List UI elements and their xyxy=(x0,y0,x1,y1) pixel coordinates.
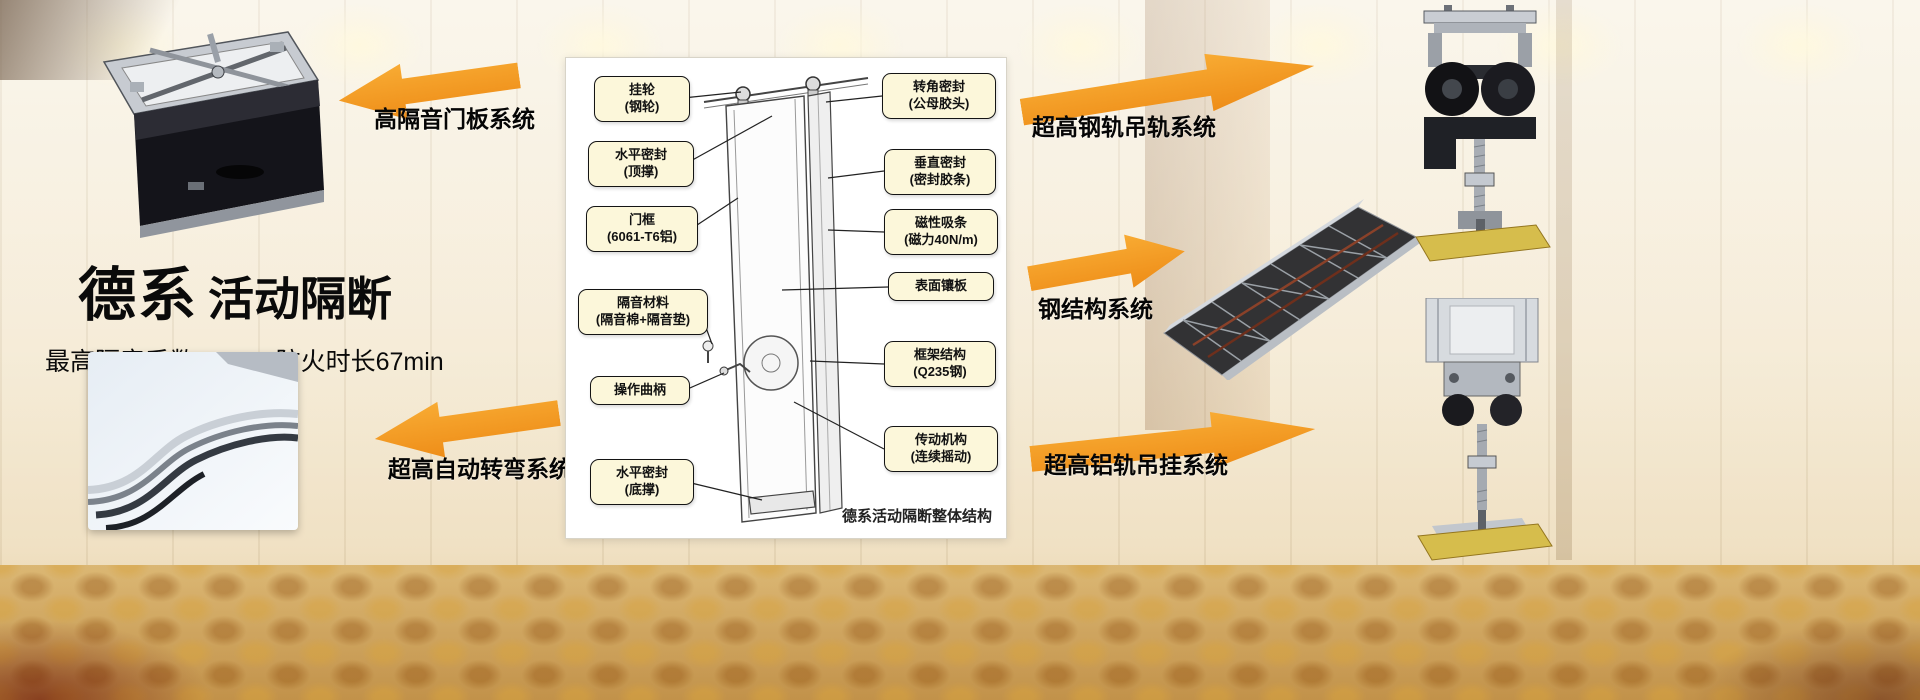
callout-text: (密封胶条) xyxy=(909,171,971,187)
carpet-shadow-right xyxy=(1560,575,1920,700)
callout-text: (6061-T6铝) xyxy=(606,228,678,244)
steel-rail-hanger-photo xyxy=(1388,5,1573,265)
callout-hanging-wheel: 挂轮 (钢轮) xyxy=(594,76,690,122)
callout-text: (隔音棉+隔音垫) xyxy=(595,311,691,327)
system-label-auto-turn: 超高自动转弯系统 xyxy=(388,456,572,482)
callout-operating-crank: 操作曲柄 xyxy=(590,376,690,405)
callout-surface-panel: 表面镶板 xyxy=(888,272,994,301)
system-label-steel-rail: 超高钢轨吊轨系统 xyxy=(1032,114,1216,140)
callout-text: 转角密封 xyxy=(912,79,965,94)
page-title: 德系活动隔断 xyxy=(45,248,465,332)
callout-vertical-seal: 垂直密封 (密封胶条) xyxy=(884,149,996,195)
callout-text: (Q235钢) xyxy=(913,363,967,379)
structure-diagram-panel: 挂轮 (钢轮) 水平密封 (顶撑) 门框 (6061-T6铝) 隔音材料 (隔音… xyxy=(565,57,1007,539)
diagram-caption: 德系活动隔断整体结构 xyxy=(841,508,992,525)
callout-drive-mechanism: 传动机构 (连续摇动) xyxy=(884,426,998,472)
callout-text: 垂直密封 xyxy=(913,155,966,170)
partition-structure-drawing xyxy=(682,76,889,523)
callout-text: 传动机构 xyxy=(914,432,967,447)
callout-text: (公母胶头) xyxy=(908,95,970,111)
system-label-alu-rail: 超高铝轨吊挂系统 xyxy=(1044,452,1228,478)
callout-text: 门框 xyxy=(628,212,655,227)
callout-text: (顶撑) xyxy=(623,163,659,179)
callout-text: (底撑) xyxy=(624,481,660,497)
callout-magnetic-strip: 磁性吸条 (磁力40N/m) xyxy=(884,209,998,255)
door-panel-mechanism-art xyxy=(102,31,324,238)
curved-track-photo xyxy=(88,352,298,530)
system-label-door-panel: 高隔音门板系统 xyxy=(374,106,535,132)
brand-name: 德系 xyxy=(78,263,199,328)
callout-text: 磁性吸条 xyxy=(914,215,967,230)
callout-top-seal: 水平密封 (顶撑) xyxy=(588,141,694,187)
callout-text: (连续摇动) xyxy=(910,448,972,464)
callout-text: (钢轮) xyxy=(624,98,660,114)
callout-text: 操作曲柄 xyxy=(613,382,666,397)
door-panel-mechanism-photo xyxy=(90,22,325,242)
callout-door-frame: 门框 (6061-T6铝) xyxy=(586,206,698,252)
callout-text: 框架结构 xyxy=(913,347,966,362)
wall-edge xyxy=(1556,0,1572,560)
callout-corner-seal: 转角密封 (公母胶头) xyxy=(882,73,996,119)
callout-sound-insulation: 隔音材料 (隔音棉+隔音垫) xyxy=(578,289,708,335)
callout-frame-structure: 框架结构 (Q235钢) xyxy=(884,341,996,387)
alu-rail-hanger-photo xyxy=(1392,298,1572,566)
callout-text: 水平密封 xyxy=(614,147,667,162)
alu-rail-hanger-art xyxy=(1417,298,1553,561)
callout-text: (磁力40N/m) xyxy=(904,231,978,247)
callout-text: 水平密封 xyxy=(615,465,668,480)
product-name: 活动隔断 xyxy=(208,273,393,325)
carpet-shadow-left xyxy=(0,575,320,700)
steel-truss-photo xyxy=(1158,185,1423,380)
system-label-steel-structure: 钢结构系统 xyxy=(1038,296,1153,322)
curved-track-art xyxy=(88,352,298,530)
steel-rail-hanger-art xyxy=(1415,5,1551,262)
steel-truss-art xyxy=(1163,199,1420,380)
callout-text: 表面镶板 xyxy=(914,278,967,293)
callout-text: 挂轮 xyxy=(628,82,655,97)
callout-text: 隔音材料 xyxy=(616,295,669,310)
callout-bottom-seal: 水平密封 (底撑) xyxy=(590,459,694,505)
